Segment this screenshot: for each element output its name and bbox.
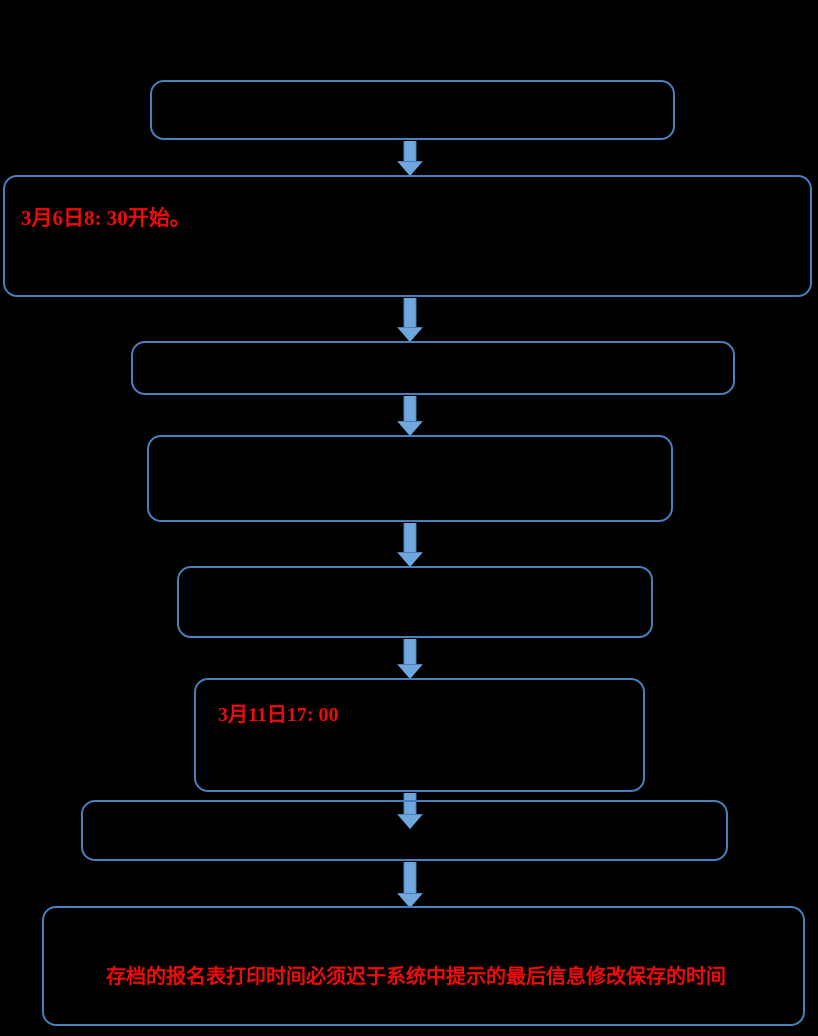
arrow-head-icon <box>398 894 422 908</box>
flowchart-node[interactable] <box>78 800 728 869</box>
flowchart-node-label: 存档的报名表打印时间必须迟于系统中提示的最后信息修改保存的时间 <box>106 966 726 988</box>
arrow-shaft <box>403 862 417 893</box>
arrow-head-icon <box>398 815 422 829</box>
flowchart-node[interactable] <box>147 80 675 148</box>
arrow-head-icon <box>398 665 422 679</box>
arrow-head-icon <box>398 553 422 567</box>
arrow-shaft <box>403 396 417 421</box>
flowchart-node[interactable]: 3月6日8: 30开始。 <box>0 175 812 305</box>
arrow-shaft <box>403 141 417 161</box>
flowchart-node-label: 3月11日17: 00 <box>218 704 339 726</box>
arrow-head-icon <box>398 328 422 342</box>
flowchart-node[interactable] <box>144 435 673 530</box>
flowchart-node[interactable]: 3月11日17: 00 <box>191 678 645 800</box>
flowchart-node[interactable]: 存档的报名表打印时间必须迟于系统中提示的最后信息修改保存的时间 <box>39 906 805 1034</box>
arrow-shaft <box>403 793 417 814</box>
arrow-head-icon <box>398 422 422 436</box>
flowchart-node[interactable] <box>174 566 653 646</box>
arrow-head-icon <box>398 162 422 176</box>
arrow-shaft <box>403 298 417 327</box>
arrow-shaft <box>403 639 417 664</box>
flowchart-node[interactable] <box>128 341 735 403</box>
arrow-shaft <box>403 523 417 552</box>
flowchart-node-label: 3月6日8: 30开始。 <box>21 206 191 230</box>
